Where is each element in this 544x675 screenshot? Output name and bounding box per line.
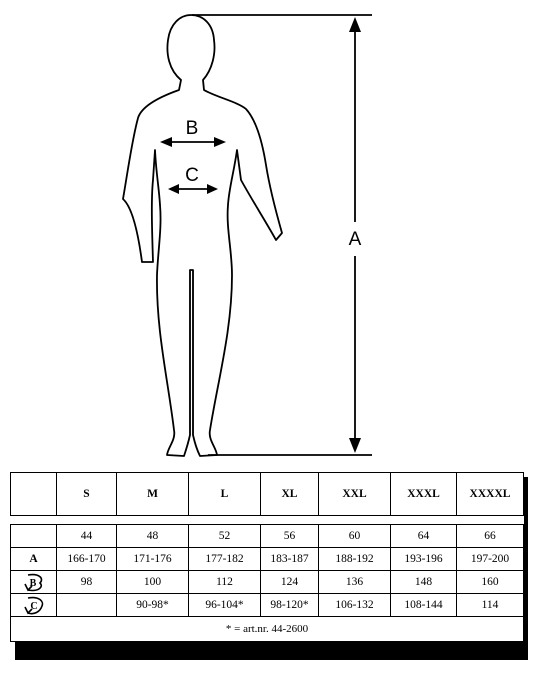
row-label [10,524,57,548]
height-dimension-arrow [349,17,361,453]
table-cell: 183-187 [260,547,319,571]
body-silhouette [122,14,283,457]
footnote: * = art.nr. 44-2600 [10,616,524,642]
table-cell: 160 [456,570,524,594]
table-cell: 193-196 [390,547,457,571]
waist-circumference-icon: C [23,596,43,615]
row-label-icon-cell: C [10,593,57,617]
header-corner-cell [10,472,57,516]
size-header-row: S M L XL XXL XXXL XXXXL [10,472,524,516]
label-b: B [186,118,199,139]
table-cell: 48 [116,524,189,548]
table-cell: 66 [456,524,524,548]
table-cell: 52 [188,524,261,548]
size-header: XXL [318,472,391,516]
table-cell: 56 [260,524,319,548]
label-a: A [349,229,362,250]
table-cell: 188-192 [318,547,391,571]
table-cell [56,593,117,617]
body-measurement-diagram: A B C [122,14,372,457]
table-cell: 106-132 [318,593,391,617]
size-header: XL [260,472,319,516]
size-table-container: S M L XL XXL XXXL XXXXL 44 48 52 56 60 6… [10,472,530,662]
size-header: L [188,472,261,516]
size-table: S M L XL XXL XXXL XXXXL 44 48 52 56 60 6… [10,472,524,642]
size-header: XXXL [390,472,457,516]
spacer-row [10,515,524,525]
label-c: C [185,165,199,186]
table-cell: 148 [390,570,457,594]
table-cell: 60 [318,524,391,548]
spacer-cell [10,515,524,525]
table-cell: 124 [260,570,319,594]
table-cell: 98 [56,570,117,594]
table-cell: 64 [390,524,457,548]
size-header: M [116,472,189,516]
table-cell: 112 [188,570,261,594]
table-cell: 90-98* [116,593,189,617]
table-cell: 114 [456,593,524,617]
row-label: A [10,547,57,571]
table-cell: 177-182 [188,547,261,571]
svg-text:C: C [30,601,37,612]
row-label-icon-cell: B [10,570,57,594]
table-cell: 136 [318,570,391,594]
table-cell: 98-120* [260,593,319,617]
table-cell: 100 [116,570,189,594]
chest-dimension-arrow [160,137,226,147]
table-cell: 44 [56,524,117,548]
table-cell: 171-176 [116,547,189,571]
svg-text:B: B [29,578,36,589]
footnote-row: * = art.nr. 44-2600 [10,616,524,642]
chest-circumference-icon: B [23,573,42,592]
table-row: B 98 100 112 124 136 148 160 [10,570,524,594]
table-cell: 197-200 [456,547,524,571]
table-cell: 96-104* [188,593,261,617]
table-row: 44 48 52 56 60 64 66 [10,524,524,548]
table-cell: 166-170 [56,547,117,571]
waist-dimension-arrow [168,184,218,194]
size-header: S [56,472,117,516]
size-header: XXXXL [456,472,524,516]
table-cell: 108-144 [390,593,457,617]
table-row: C 90-98* 96-104* 98-120* 106-132 108-144… [10,593,524,617]
table-row: A 166-170 171-176 177-182 183-187 188-19… [10,547,524,571]
